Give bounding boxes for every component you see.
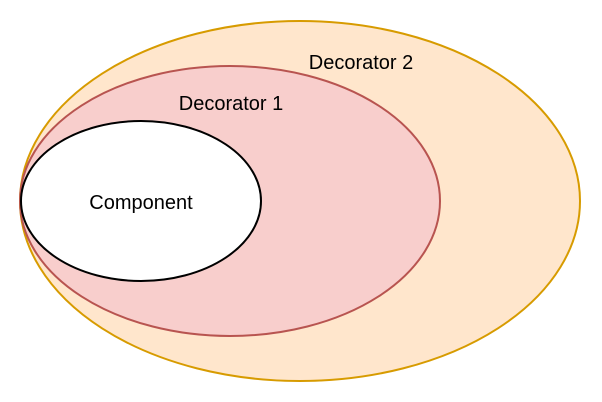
decorator-1-label: Decorator 1 (179, 93, 284, 115)
decorator-2-label: Decorator 2 (309, 52, 414, 74)
component-label: Component (89, 192, 193, 214)
component-ellipse (20, 120, 262, 282)
